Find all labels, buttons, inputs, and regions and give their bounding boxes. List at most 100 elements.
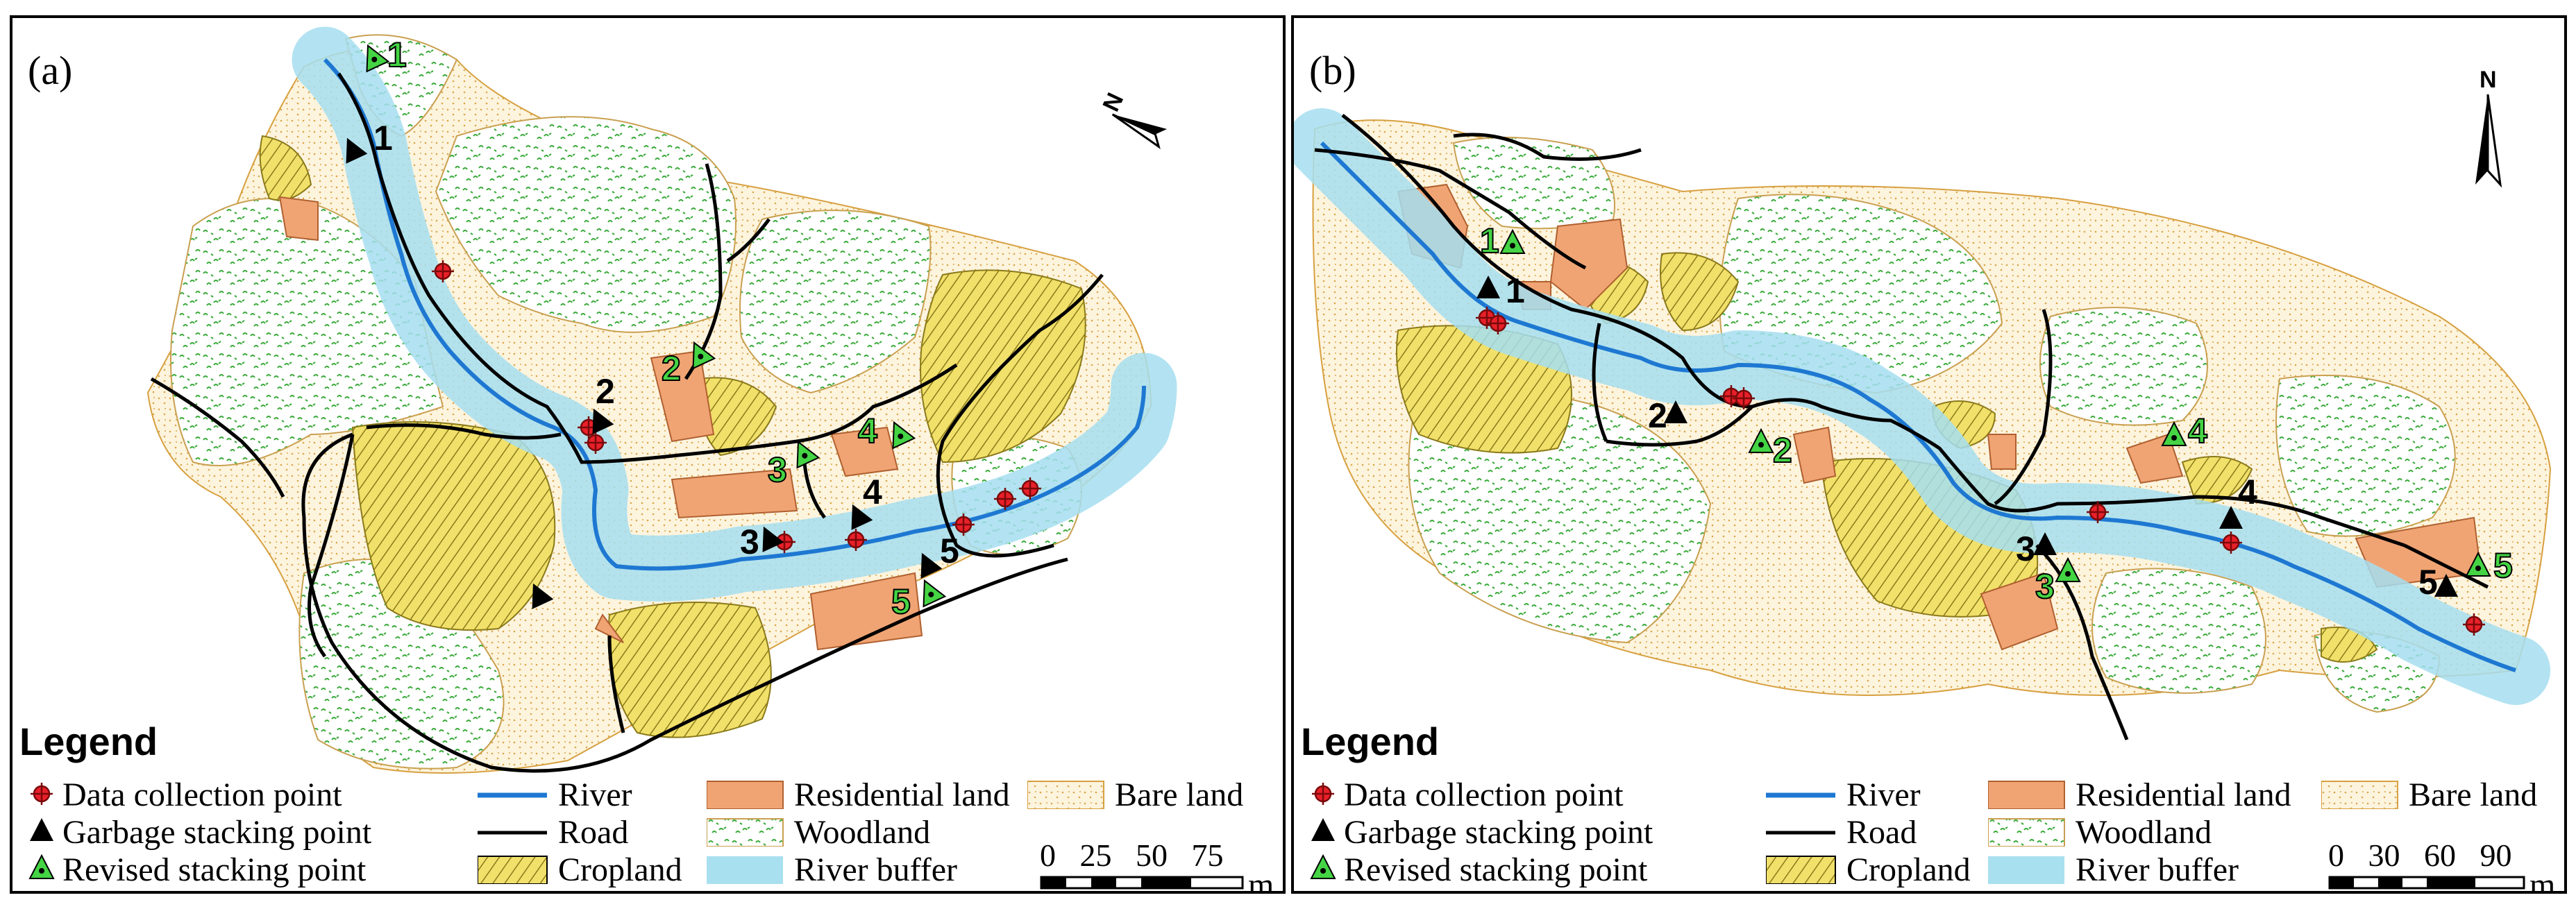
- garbage-point-label: 5: [2418, 563, 2438, 602]
- legend-road-label: Road: [1846, 814, 1917, 851]
- legend-cropland-label: Cropland: [558, 851, 682, 888]
- residential-area: [1987, 434, 2017, 470]
- revised-point-label: 2: [662, 349, 681, 388]
- road-line: [308, 434, 355, 658]
- legend-road-label: Road: [558, 814, 629, 851]
- revised-point-label: 1: [1480, 221, 1499, 260]
- north-arrow: N: [2460, 67, 2516, 198]
- legend-woodland-label: Woodland: [2076, 814, 2212, 851]
- legend-river-buffer: River buffer: [1988, 853, 2239, 887]
- legend-river-label: River: [1846, 776, 1921, 813]
- road-line: [607, 635, 625, 733]
- legend-residential-label: Residential land: [2076, 776, 2291, 813]
- garbage-point-label: 4: [2238, 473, 2257, 511]
- legend-cropland-label: Cropland: [1846, 851, 1971, 888]
- revised-point-label: 3: [2035, 567, 2055, 606]
- panel-label: (a): [28, 48, 73, 93]
- residential-area: [1549, 218, 1628, 311]
- legend-revised-stacking: Revised stacking point: [26, 853, 366, 887]
- map-canvas-b: 1 2 3 4 5 1 2 3 4 5: [1294, 108, 2552, 740]
- cropland-area: [259, 135, 312, 201]
- garbage-point-label: 4: [863, 473, 882, 511]
- legend-woodland: Woodland: [1988, 816, 2212, 849]
- legend-river-buffer: River buffer: [707, 853, 957, 887]
- road-line: [1994, 309, 2053, 506]
- map-panel-a: 1 2 3 4 5 1 2 3 4 5 (a) N Legend D: [10, 15, 1286, 894]
- panel-label: (b): [1309, 48, 1356, 93]
- legend-river-buffer-label: River buffer: [794, 851, 958, 888]
- legend-cropland: Cropland: [478, 853, 682, 887]
- legend-river: River: [1766, 779, 1921, 812]
- garbage-point-label: 5: [940, 532, 959, 570]
- river-line: [1320, 141, 2516, 672]
- woodland-area: [739, 210, 932, 394]
- road-line: [726, 218, 771, 263]
- cropland-area: [1660, 252, 1740, 332]
- legend-bare-land-label: Bare land: [1115, 776, 1244, 813]
- legend-bare-land: Bare land: [1027, 779, 1243, 812]
- legend-residential: Residential land: [707, 779, 1010, 812]
- residential-area: [671, 468, 798, 519]
- scale-bar: 0 30 60 90 m: [2328, 837, 2564, 894]
- legend-title: Legend: [1301, 720, 1440, 763]
- legend-garbage-stacking: Garbage stacking point: [26, 816, 371, 849]
- cropland-area: [2181, 456, 2253, 505]
- road-line: [150, 377, 285, 498]
- garbage-point-label: 2: [1648, 396, 1667, 435]
- revised-point-label: 4: [858, 411, 877, 450]
- garbage-point-label: 3: [740, 523, 759, 561]
- road-line: [1592, 323, 1608, 442]
- road-line: [1341, 114, 2405, 547]
- legend-residential: Residential land: [1988, 779, 2291, 812]
- legend-road: Road: [1766, 816, 1917, 849]
- legend-revised-stacking-label: Revised stacking point: [1344, 851, 1648, 888]
- road-line: [366, 423, 562, 440]
- revised-point-label: 5: [891, 582, 911, 621]
- legend-garbage-stacking-label: Garbage stacking point: [62, 814, 372, 851]
- scale-bar-unit: m: [1248, 867, 1274, 894]
- scale-bar-ticks: 0 25 50 75: [1040, 838, 1224, 873]
- legend-road: Road: [478, 816, 628, 849]
- cropland-area: [607, 602, 772, 738]
- revised-point-label: 4: [2188, 411, 2207, 450]
- map-canvas-a: 1 2 3 4 5 1 2 3 4 5: [146, 26, 1177, 774]
- scale-bar: 0 25 50 75 m: [1040, 837, 1276, 894]
- residential-area: [278, 196, 319, 241]
- residential-area: [809, 572, 923, 651]
- north-arrow: N: [1097, 80, 1186, 171]
- scale-bar-ticks: 0 30 60 90: [2328, 838, 2512, 873]
- river-line: [323, 58, 1146, 571]
- garbage-point-label: 1: [373, 119, 393, 158]
- legend-bare-land: Bare land: [2321, 779, 2537, 812]
- residential-area: [1792, 426, 1837, 484]
- legend-river: River: [478, 779, 632, 812]
- road-line: [936, 273, 1104, 558]
- legend-title: Legend: [19, 720, 158, 763]
- legend-river-buffer-label: River buffer: [2076, 851, 2239, 888]
- garbage-point-label: 2: [596, 372, 615, 411]
- revised-point-label: 5: [2493, 546, 2513, 585]
- north-label: N: [2480, 67, 2497, 93]
- legend-river-label: River: [558, 776, 632, 813]
- road-line: [2403, 543, 2489, 589]
- garbage-point-label: 3: [2016, 529, 2035, 568]
- revised-point-label: 2: [1773, 431, 1792, 470]
- legend-data-collection-label: Data collection point: [62, 776, 342, 813]
- woodland-area: [2275, 375, 2456, 537]
- legend-revised-stacking-label: Revised stacking point: [62, 851, 367, 888]
- road-line: [337, 72, 958, 464]
- legend-woodland: Woodland: [707, 816, 930, 849]
- legend-bare-land-label: Bare land: [2409, 776, 2538, 813]
- legend-garbage-stacking: Garbage stacking point: [1308, 816, 1653, 849]
- road-line: [301, 432, 1068, 773]
- road-line: [1606, 405, 1753, 447]
- cropland-area: [351, 421, 556, 631]
- legend-residential-label: Residential land: [794, 776, 1010, 813]
- legend-data-collection: Data collection point: [26, 779, 342, 812]
- scale-bar-unit: m: [2529, 867, 2556, 894]
- residential-area: [830, 426, 899, 477]
- legend-cropland: Cropland: [1766, 853, 1971, 887]
- legend-data-collection-label: Data collection point: [1344, 776, 1624, 813]
- residential-area: [2125, 433, 2184, 484]
- legend-revised-stacking: Revised stacking point: [1308, 853, 1647, 887]
